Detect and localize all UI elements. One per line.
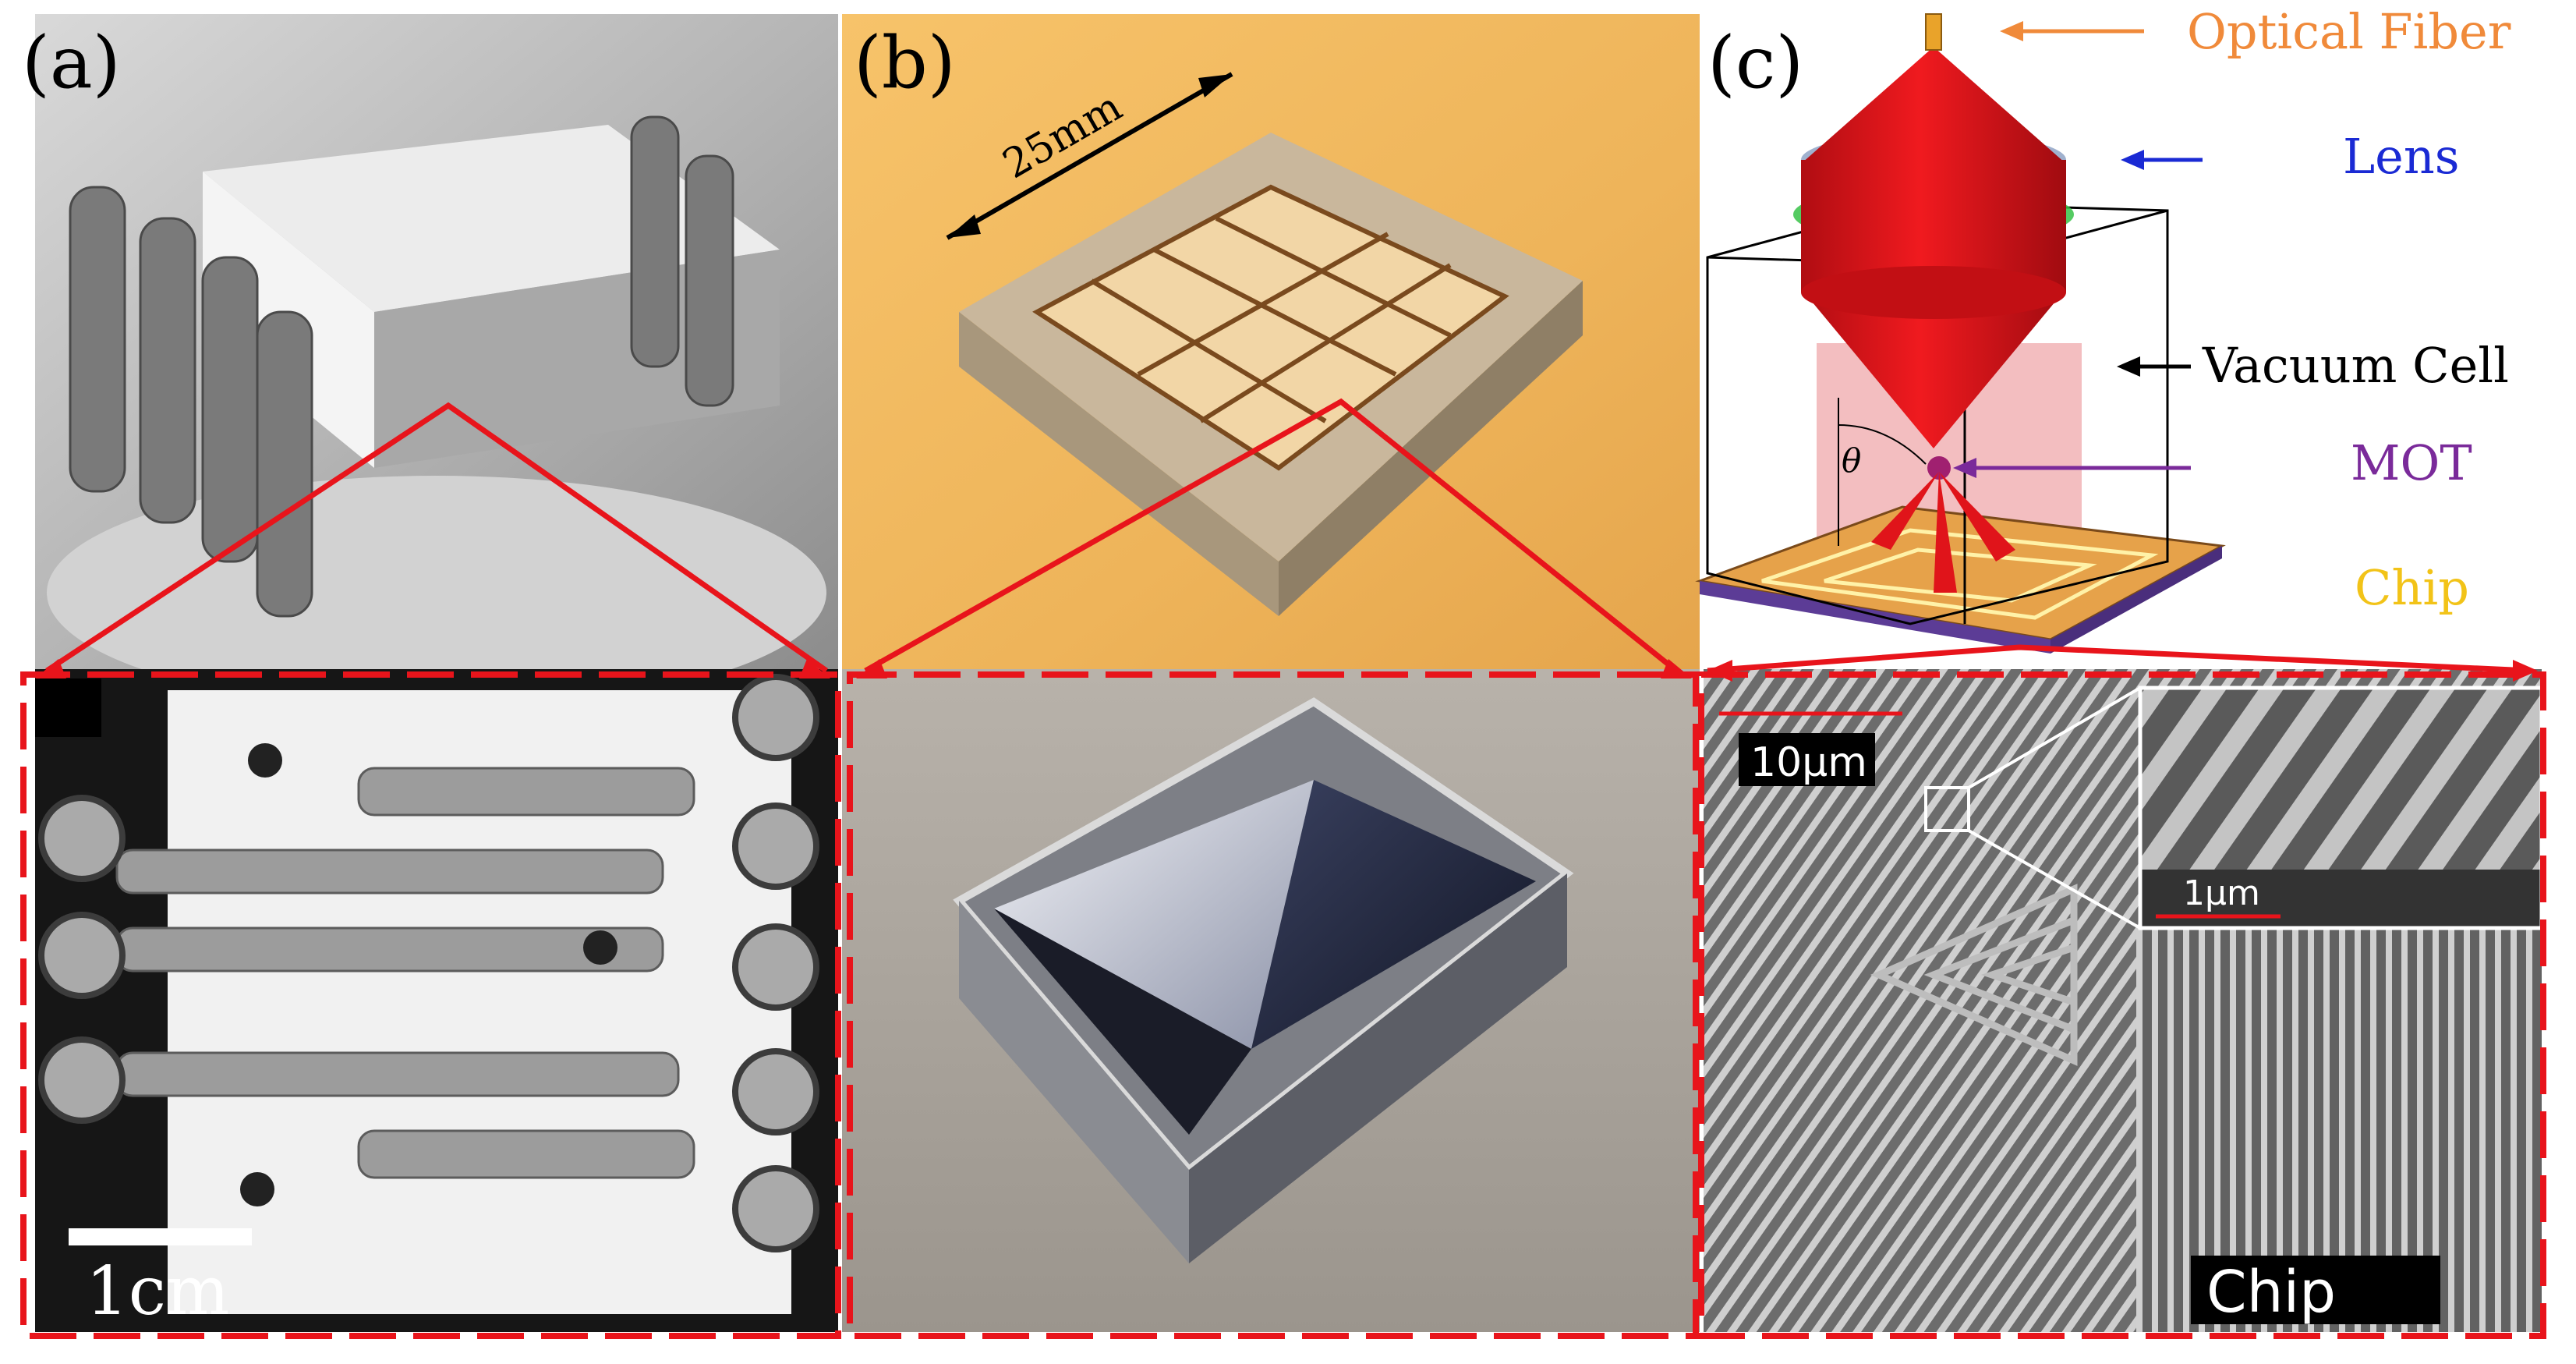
scale-label-10um: 10μm [1750, 739, 1867, 786]
label-chip: Chip [2355, 559, 2469, 616]
label-lens: Lens [2343, 128, 2460, 185]
scale-label-1cm: 1cm [86, 1252, 229, 1330]
panel-a-label: (a) [22, 21, 121, 105]
panel-c-diagram [1695, 13, 2226, 654]
panel-a-photo [35, 14, 838, 710]
panel-c-label: (c) [1707, 21, 1803, 105]
pin-row [69, 115, 734, 618]
grid-of-pyramids [1032, 184, 1509, 471]
label-mot: MOT [2351, 434, 2472, 491]
panel-b-pyramid-photo [842, 669, 1700, 1332]
zoom-arrowheads [35, 659, 2538, 682]
panel-b-photo [842, 14, 1700, 669]
scale-bar-a [69, 1228, 252, 1245]
scale-label-1um: 1μm [2183, 873, 2260, 913]
sem-inset [2138, 686, 2544, 930]
panel-b-label: (b) [854, 21, 956, 105]
panel-c-sem-image [1704, 669, 2544, 1332]
label-optical-fiber: Optical Fiber [2187, 3, 2511, 60]
angle-theta: θ [1842, 441, 1861, 480]
label-vacuum-cell: Vacuum Cell [2202, 337, 2509, 394]
sem-chip-tag: Chip [2206, 1259, 2336, 1326]
panel-a-chip-photo [35, 669, 838, 1332]
zoom-indicators [20, 398, 2546, 1339]
